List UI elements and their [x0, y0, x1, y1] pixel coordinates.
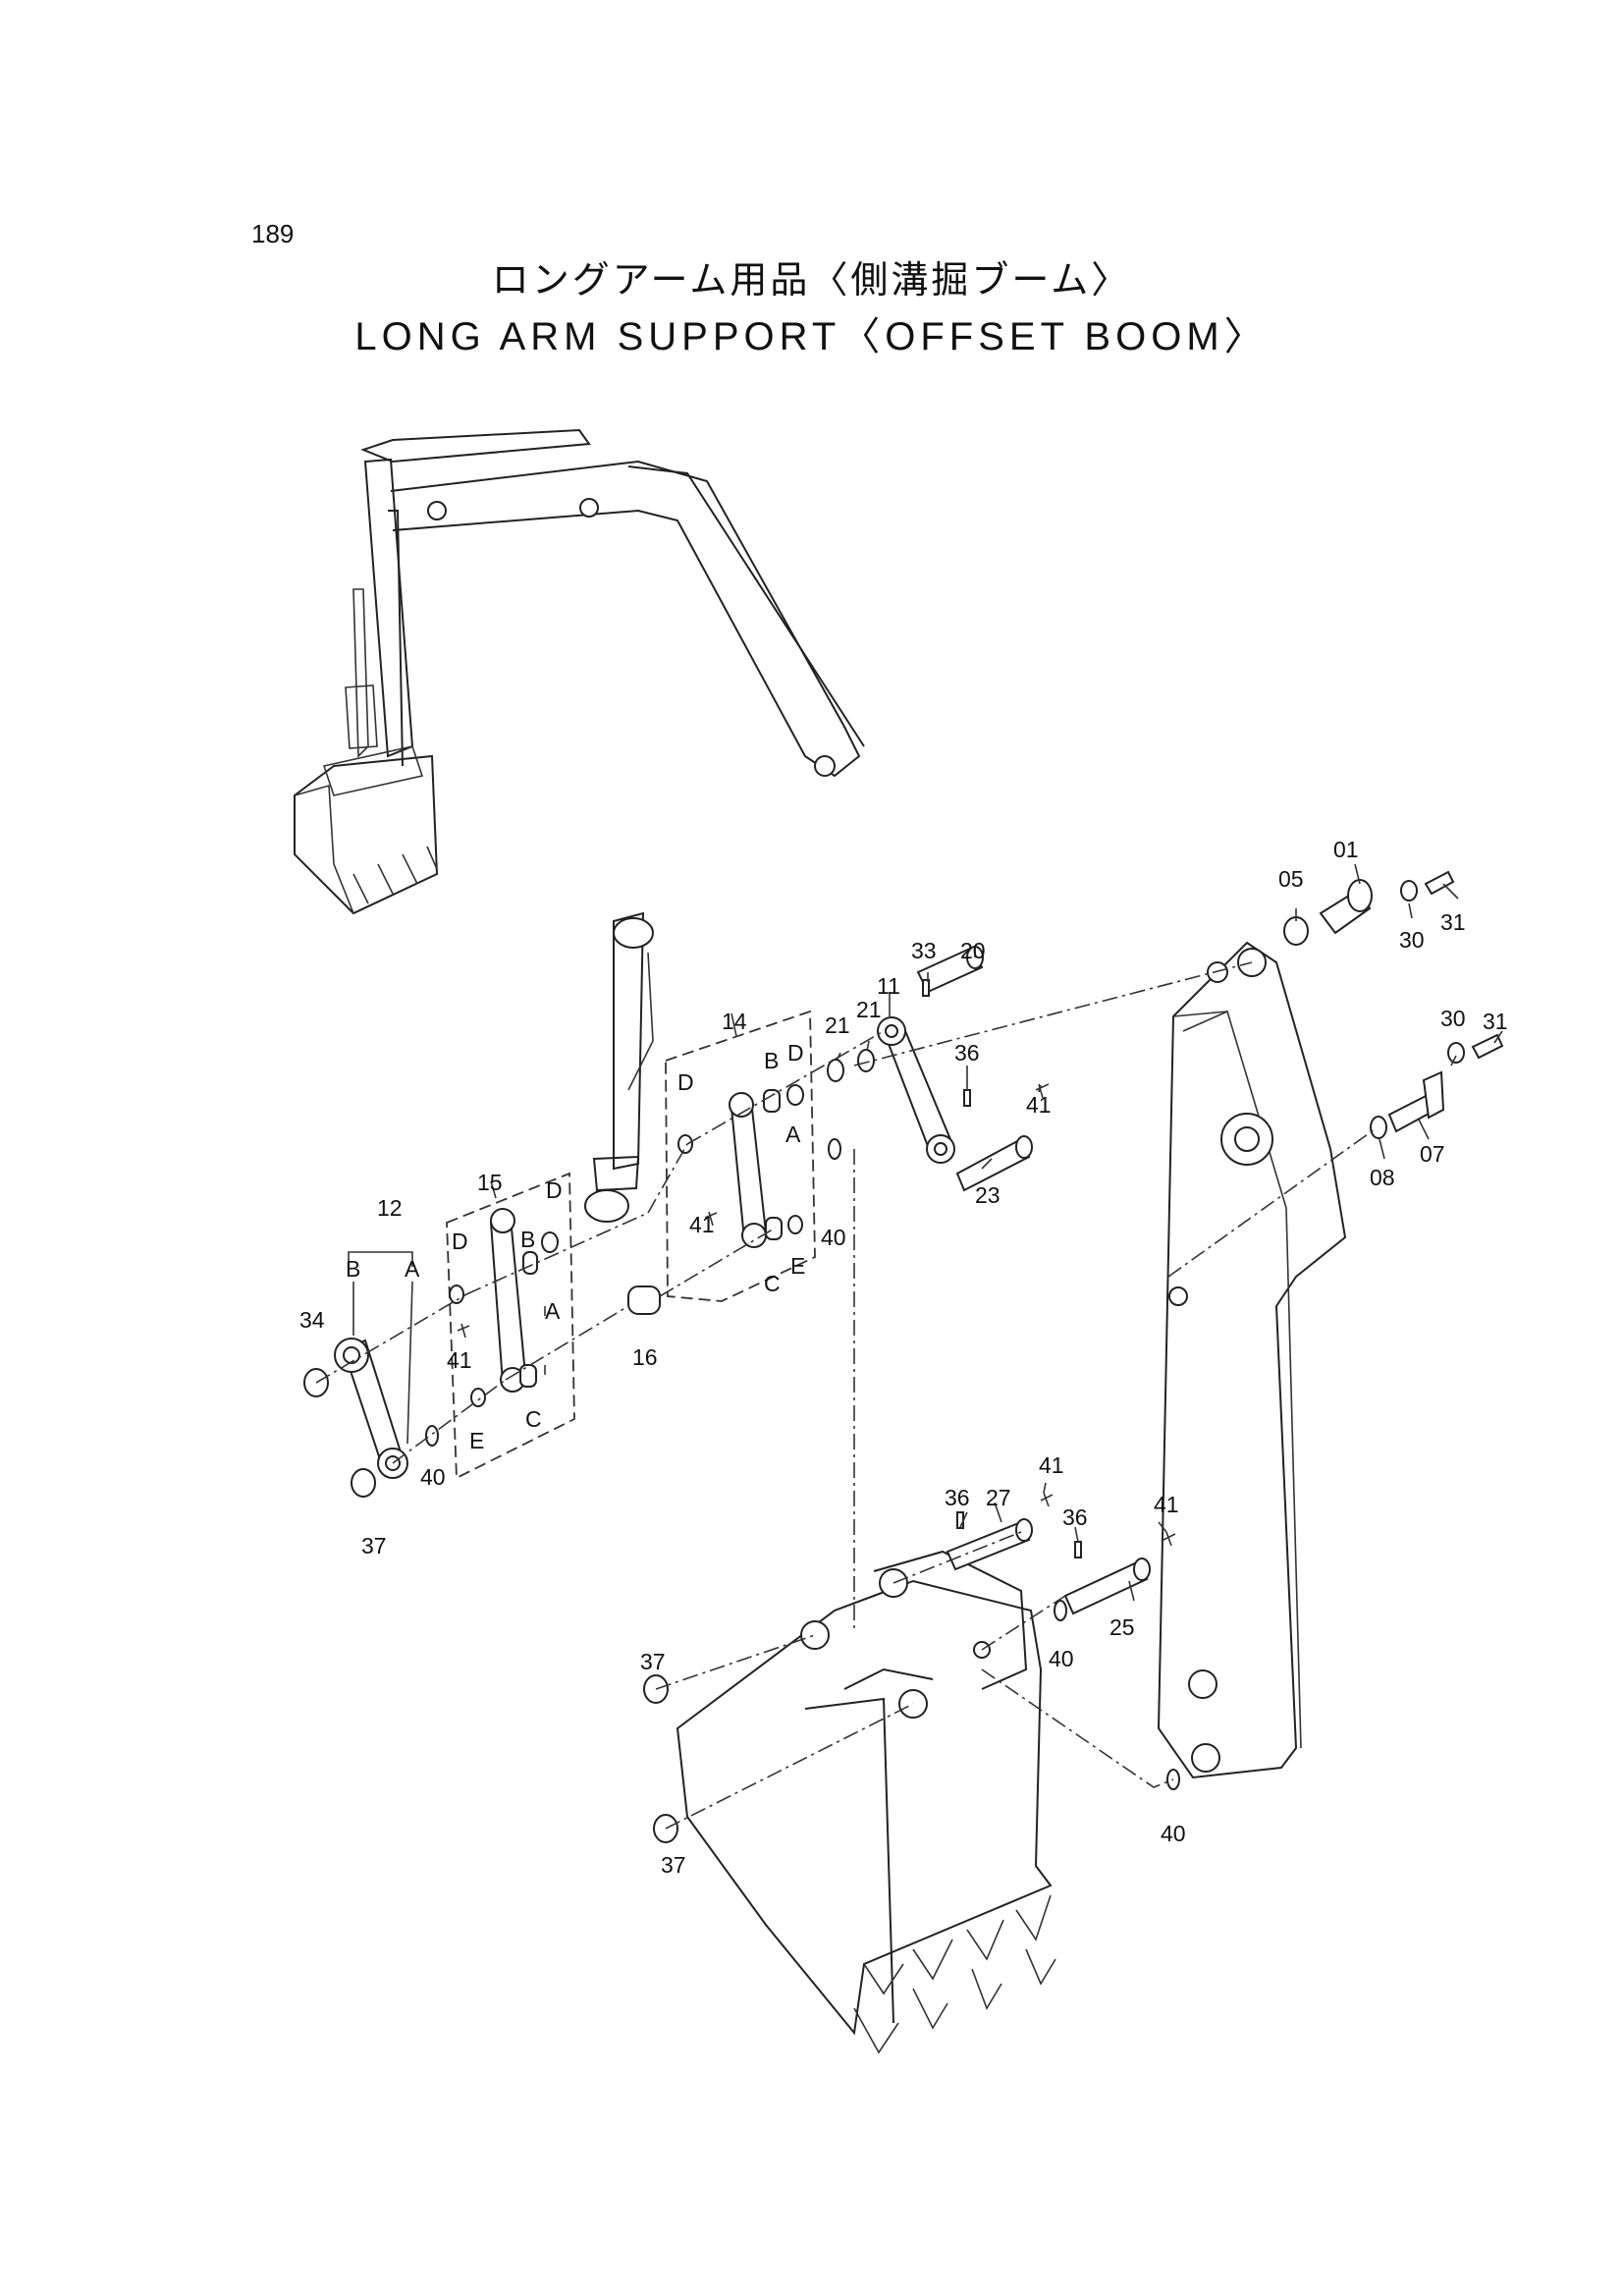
- callout-37: 37: [661, 1852, 686, 1878]
- link-11: [877, 1016, 955, 1164]
- label-d-14: D: [787, 1040, 804, 1066]
- callout-40: 40: [821, 1225, 846, 1250]
- label-a-14: A: [785, 1121, 801, 1147]
- label-d-15: D: [452, 1229, 468, 1254]
- label-b-15: B: [520, 1227, 535, 1252]
- callout-05: 05: [1278, 866, 1304, 892]
- callout-leaders: [490, 863, 1503, 1602]
- callout-31: 31: [1440, 909, 1466, 935]
- sub-letter-labels: B A D B D A C E D B D A C E: [346, 1040, 805, 1453]
- callout-36: 36: [954, 1040, 980, 1066]
- callout-numbers: 01 05 30 31 30 31 07 08 33 20 11 21 21 3…: [299, 837, 1508, 1878]
- small-parts: [303, 870, 1504, 1843]
- title-english: LONG ARM SUPPORT〈OFFSET BOOM〉: [354, 315, 1269, 358]
- label-a-15: A: [545, 1298, 561, 1324]
- callout-33: 33: [911, 938, 937, 963]
- callout-14: 14: [722, 1009, 747, 1034]
- callout-37: 37: [361, 1533, 387, 1558]
- label-d-15: D: [546, 1177, 563, 1203]
- link-12: [334, 1251, 413, 1479]
- callout-41: 41: [1039, 1452, 1064, 1478]
- overview-arm-illustration: [294, 428, 865, 915]
- callout-11: 11: [877, 973, 900, 999]
- link-assembly-14: [665, 1010, 816, 1302]
- long-arm-body: [1157, 941, 1347, 1779]
- page-number: 189: [251, 219, 295, 248]
- label-b-14: B: [764, 1048, 779, 1073]
- callout-25: 25: [1109, 1614, 1135, 1640]
- callout-40: 40: [1049, 1646, 1074, 1671]
- title-japanese: ロングアーム用品〈側溝掘ブーム〉: [491, 258, 1132, 301]
- arm-cylinder: [584, 911, 654, 1223]
- callout-41: 41: [447, 1347, 472, 1373]
- callout-31: 31: [1483, 1009, 1508, 1034]
- callout-41: 41: [1154, 1492, 1179, 1517]
- callout-08: 08: [1370, 1165, 1395, 1190]
- callout-36: 36: [1062, 1504, 1088, 1530]
- callout-37: 37: [640, 1649, 666, 1674]
- callout-34: 34: [299, 1307, 325, 1333]
- callout-41: 41: [689, 1212, 715, 1237]
- label-e-14: E: [790, 1253, 805, 1279]
- assembly-centerlines: [315, 961, 1376, 1830]
- callout-20: 20: [960, 938, 986, 963]
- callout-12: 12: [377, 1195, 403, 1221]
- label-c-14: C: [764, 1271, 781, 1296]
- bucket-body: [676, 1550, 1056, 2054]
- callout-30: 30: [1399, 927, 1425, 953]
- link-assembly-15: [446, 1172, 575, 1480]
- callout-21: 21: [856, 997, 882, 1022]
- callout-40: 40: [1161, 1821, 1186, 1846]
- callout-41: 41: [1026, 1092, 1052, 1118]
- callout-40: 40: [420, 1464, 446, 1490]
- label-e-15: E: [469, 1428, 484, 1453]
- callout-23: 23: [975, 1182, 1001, 1208]
- callout-01: 01: [1333, 837, 1359, 862]
- label-c-15: C: [525, 1406, 542, 1432]
- callout-15: 15: [477, 1170, 503, 1195]
- callout-07: 07: [1420, 1141, 1445, 1167]
- label-a-12: A: [405, 1256, 420, 1282]
- label-d-14: D: [677, 1069, 694, 1095]
- label-b-12: B: [346, 1256, 360, 1282]
- callout-21: 21: [825, 1012, 850, 1038]
- callout-30: 30: [1440, 1006, 1466, 1031]
- callout-16: 16: [632, 1344, 658, 1370]
- callout-27: 27: [986, 1485, 1011, 1510]
- callout-36: 36: [945, 1485, 970, 1510]
